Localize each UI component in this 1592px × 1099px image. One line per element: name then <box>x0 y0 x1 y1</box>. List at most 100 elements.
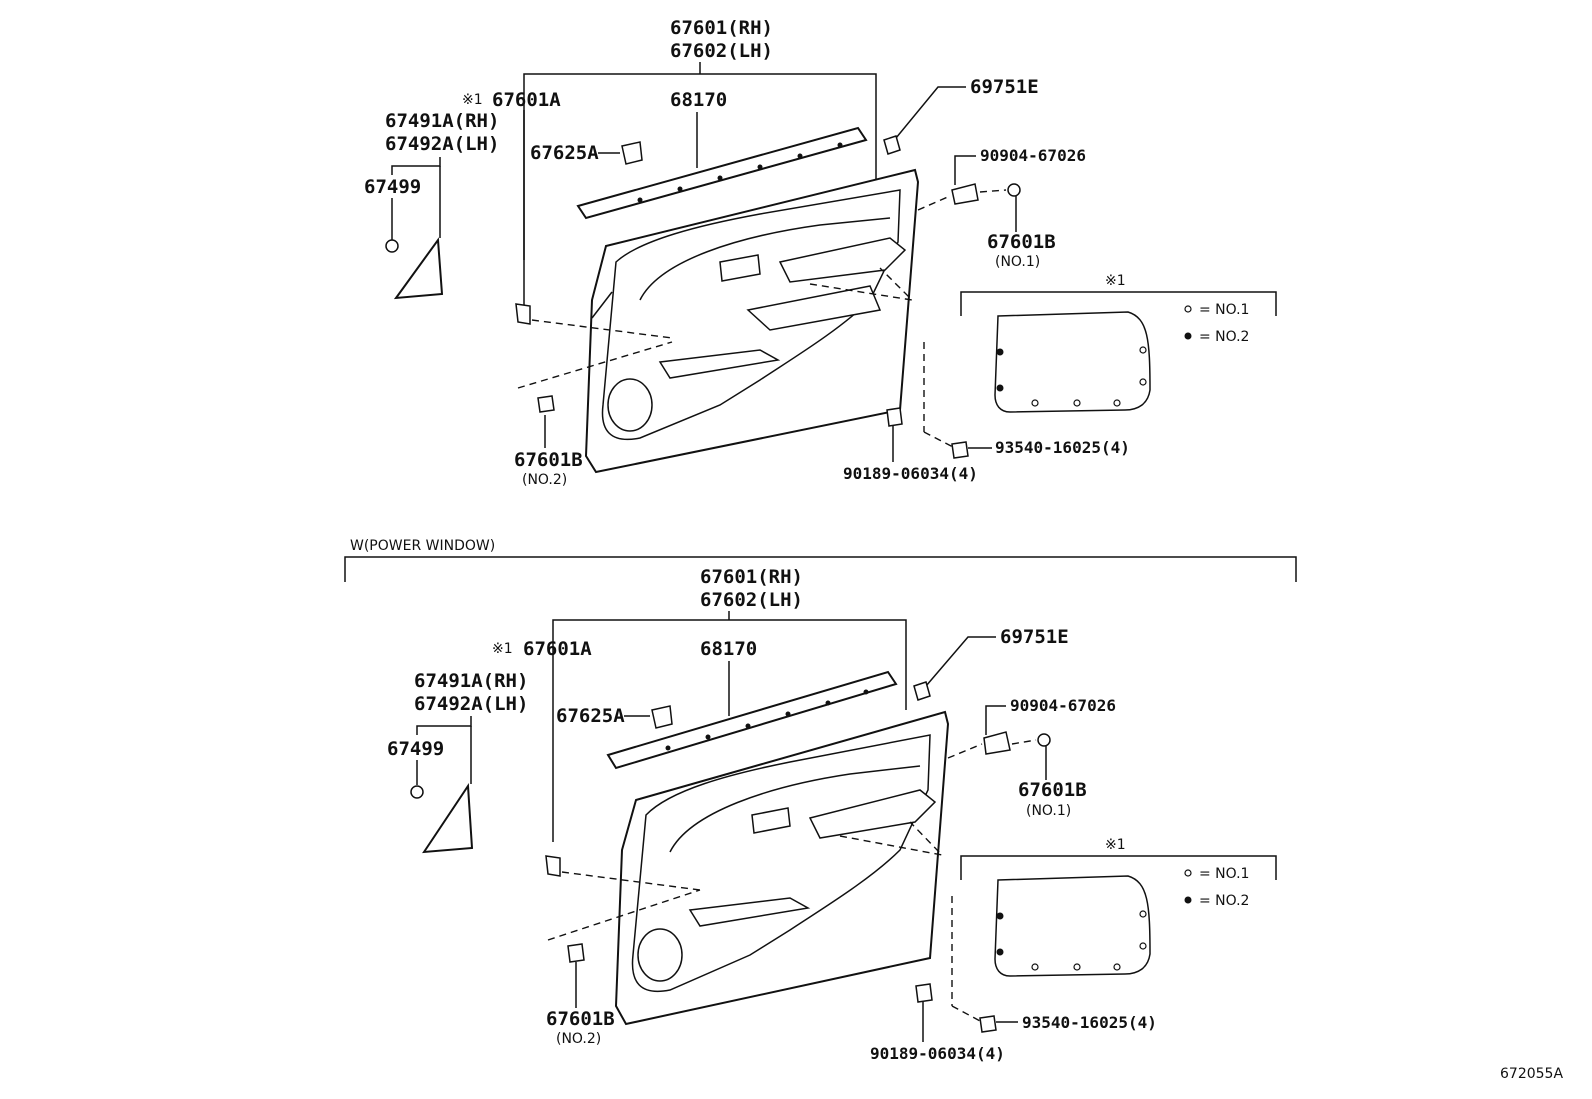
label-no2: (NO.2) <box>556 1031 601 1047</box>
nut-90189 <box>915 983 933 1003</box>
label-67499: 67499 <box>387 738 444 760</box>
dashed-guide <box>923 431 956 449</box>
dashed-guide <box>547 889 701 941</box>
label-67602-lh: 67602(LH) <box>700 589 803 611</box>
leader-line <box>954 155 976 185</box>
door-trim-panel <box>584 168 920 474</box>
label-68170: 68170 <box>700 638 757 660</box>
clip-67625a <box>621 141 643 165</box>
panel-edge <box>591 291 613 319</box>
belt-moulding <box>576 126 868 220</box>
legend-title: ※1 <box>1105 273 1126 289</box>
power-window-switch <box>751 807 791 834</box>
dashed-guide <box>917 195 951 211</box>
screw-67601b-no1 <box>1037 733 1051 747</box>
panel-inner-contour <box>601 189 901 441</box>
panel-schematic <box>994 311 1151 413</box>
label-67601a: 67601A <box>523 638 592 660</box>
label-no1: (NO.1) <box>1026 803 1071 819</box>
label-67601a: 67601A <box>492 89 561 111</box>
panel-contour <box>669 765 921 853</box>
speaker-grille <box>637 928 683 982</box>
label-67625a: 67625A <box>530 142 599 164</box>
label-67601b-no1: 67601B <box>987 231 1056 253</box>
bottom-assembly: 67601(RH) 67602(LH) ※1 67601A 68170 6975… <box>387 566 1277 1063</box>
label-68170: 68170 <box>670 89 727 111</box>
dashed-guide <box>947 743 983 759</box>
screw-93540 <box>951 441 969 459</box>
legend-no2-marker <box>1184 896 1192 904</box>
legend-bracket <box>960 291 1277 316</box>
leader-line <box>895 86 966 139</box>
clip-67601a <box>545 855 561 877</box>
label-93540: 93540-16025(4) <box>1022 1013 1157 1032</box>
screw-67601b-no2 <box>567 943 585 963</box>
label-90904: 90904-67026 <box>980 146 1086 165</box>
label-67499: 67499 <box>364 176 421 198</box>
label-67625a: 67625A <box>556 705 625 727</box>
door-pocket <box>658 349 781 379</box>
armrest <box>746 285 882 331</box>
leader-line <box>925 636 996 687</box>
dashed-guide <box>517 341 673 389</box>
clip-67499 <box>410 785 424 799</box>
leader-line <box>391 157 441 175</box>
triangle-cover <box>393 237 444 300</box>
speaker-grille <box>607 378 653 432</box>
inner-handle-bezel <box>778 237 907 283</box>
triangle-cover <box>422 782 474 854</box>
dashed-guide <box>951 1005 983 1023</box>
label-67601b-no2: 67601B <box>514 449 583 471</box>
clip-67601a <box>515 303 531 325</box>
leader-line <box>416 716 472 735</box>
legend-no2: = NO.2 <box>1199 893 1249 909</box>
legend-no1: = NO.1 <box>1199 302 1249 318</box>
legend-bracket <box>960 855 1277 880</box>
dashed-guide <box>839 821 945 857</box>
label-67492a: 67492A(LH) <box>385 133 499 155</box>
label-67491a: 67491A(RH) <box>385 110 499 132</box>
label-69751e: 69751E <box>1000 626 1069 648</box>
panel-schematic <box>994 875 1151 977</box>
cap-69751e <box>913 681 931 701</box>
label-no2: (NO.2) <box>522 472 567 488</box>
label-67601-rh: 67601(RH) <box>700 566 803 588</box>
screw-93540 <box>979 1015 997 1033</box>
bracket-90904 <box>983 731 1011 755</box>
section-bracket <box>344 556 1297 582</box>
legend-no2-marker <box>1184 332 1192 340</box>
belt-moulding <box>606 670 898 770</box>
label-67602-lh: 67602(LH) <box>670 40 773 62</box>
panel-inner-contour <box>631 734 931 993</box>
label-90904: 90904-67026 <box>1010 696 1116 715</box>
legend-ref1: ※1 = NO.1 = NO.2 <box>960 837 1277 977</box>
screw-67601b-no2 <box>537 395 555 413</box>
top-assembly: 67601(RH) 67602(LH) ※1 67601A 68170 6975… <box>364 17 1277 488</box>
door-trim-panel <box>614 710 950 1026</box>
legend-no1-marker <box>1184 305 1192 313</box>
ref-mark: ※1 <box>462 92 483 108</box>
cap-69751e <box>883 135 901 155</box>
legend-no1-marker <box>1184 869 1192 877</box>
figure-id: 672055A <box>1500 1066 1563 1082</box>
section-label: W(POWER WINDOW) <box>350 538 495 554</box>
door-pocket <box>688 897 811 927</box>
bracket-90904 <box>951 183 979 205</box>
panel-contour <box>639 217 891 301</box>
label-69751e: 69751E <box>970 76 1039 98</box>
label-67601b-no1: 67601B <box>1018 779 1087 801</box>
panel-switch-hole <box>719 254 761 282</box>
legend-no1: = NO.1 <box>1199 866 1249 882</box>
clip-dots <box>665 689 869 751</box>
clip-67625a <box>651 705 673 729</box>
label-67492a: 67492A(LH) <box>414 693 528 715</box>
dashed-guide <box>809 267 915 302</box>
label-no1: (NO.1) <box>995 254 1040 270</box>
legend-title: ※1 <box>1105 837 1126 853</box>
dashed-guide <box>979 189 1007 193</box>
label-90189: 90189-06034(4) <box>843 464 978 483</box>
screw-67601b-no1 <box>1007 183 1021 197</box>
label-67601-rh: 67601(RH) <box>670 17 773 39</box>
ref-mark: ※1 <box>492 641 513 657</box>
